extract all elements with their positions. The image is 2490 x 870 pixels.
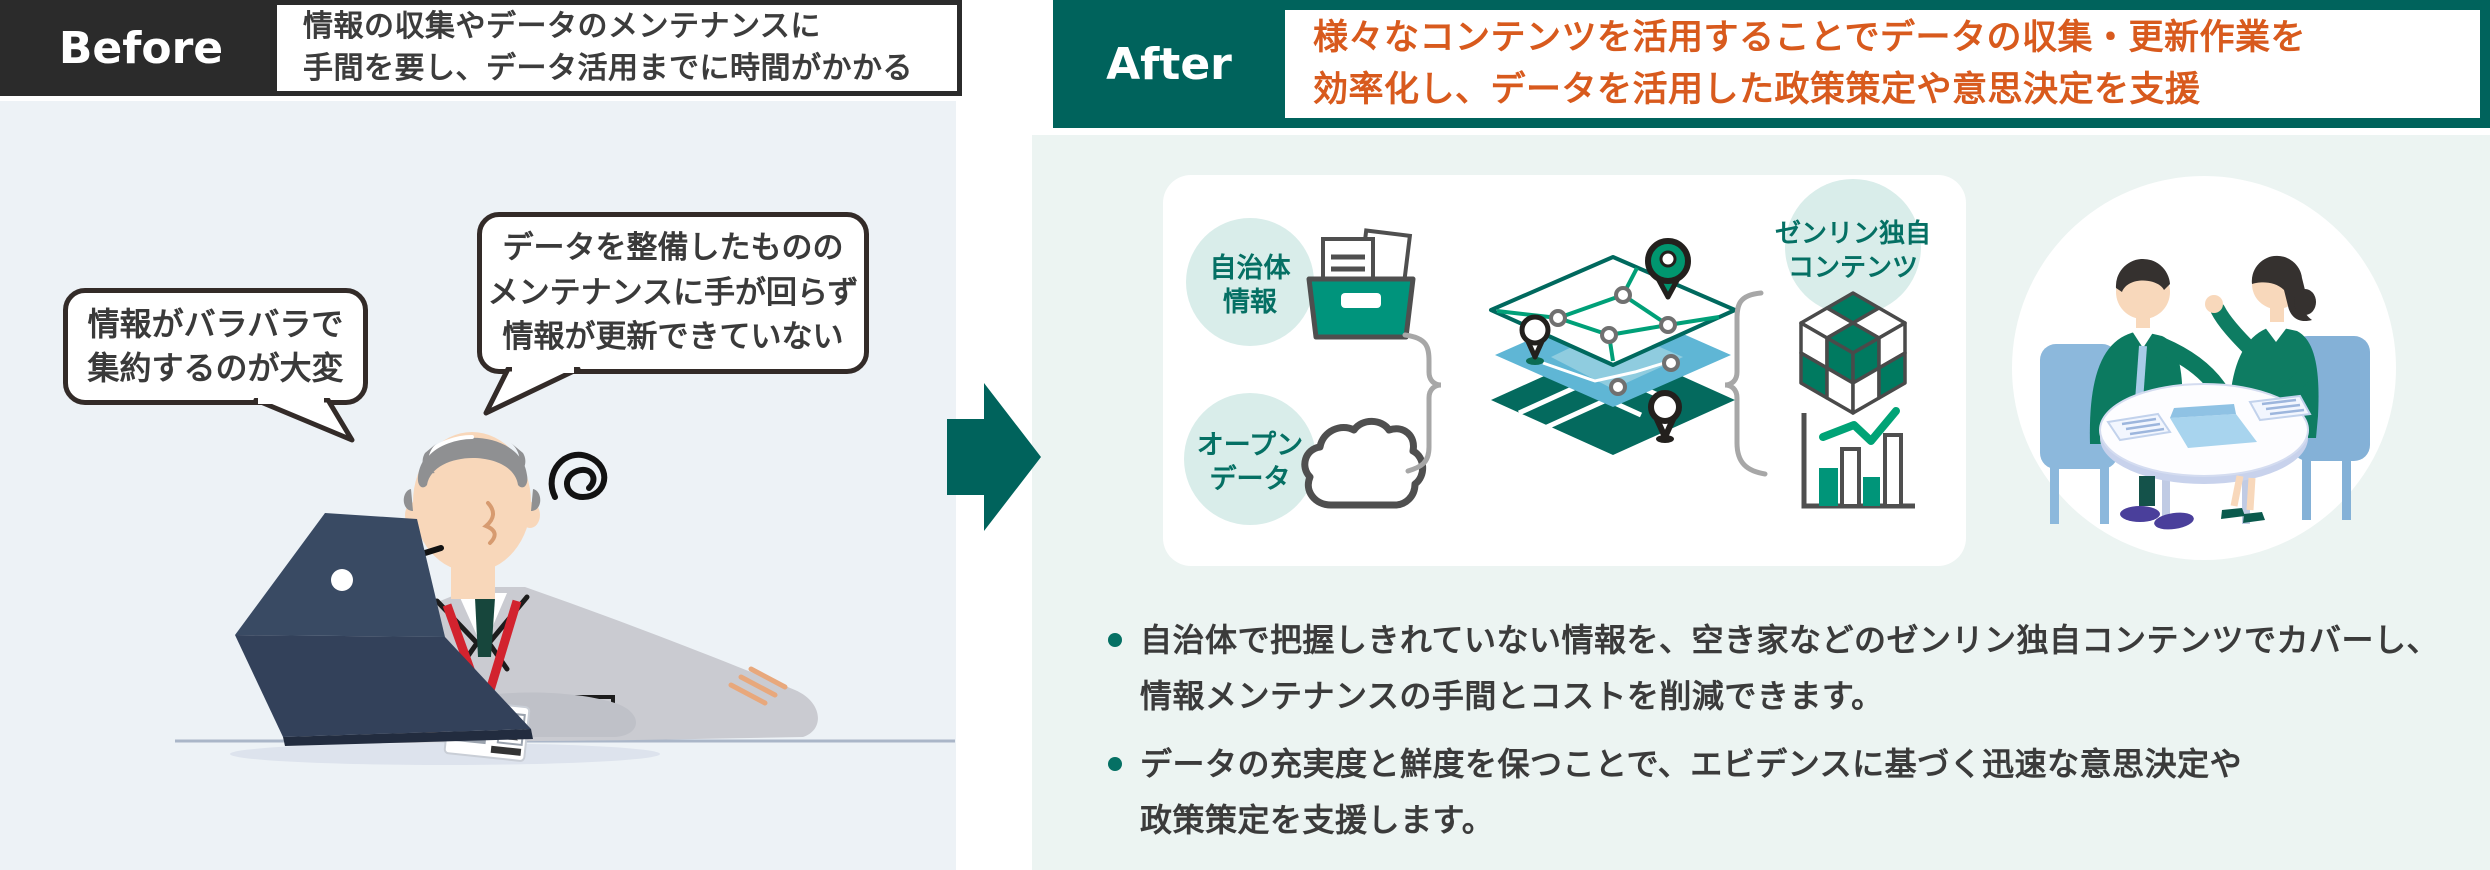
- benefit-2-line1: データの充実度と鮮度を保つことで、エビデンスに基づく迅速な意思決定や: [1140, 745, 2243, 783]
- after-benefits-list: 自治体で把握しきれていない情報を、空き家などのゼンリン独自コンテンツでカバーし、…: [1108, 612, 2480, 860]
- list-item: データの充実度と鮮度を保つことで、エビデンスに基づく迅速な意思決定や 政策策定を…: [1108, 736, 2480, 848]
- after-headline-line1: 様々なコンテンツを活用することでデータの収集・更新作業を: [1313, 17, 2306, 58]
- municipal-info-source: 自治体 情報: [1186, 218, 1416, 346]
- map-layers-illustration: [1489, 238, 1737, 455]
- bubble1-line1: 情報がバラバラで: [87, 305, 344, 344]
- open-data-label-line1: オープン: [1197, 430, 1303, 461]
- data-flow-card: 自治体 情報 オープン データ: [1163, 175, 1966, 566]
- bar-chart-icon: [1801, 407, 1915, 509]
- bubble2-line2: メンテナンスに手が回らず: [487, 274, 859, 311]
- bubble2-line3: 情報が更新できていない: [502, 319, 844, 356]
- before-headline-line1: 情報の収集やデータのメンテナンスに: [303, 9, 821, 44]
- hand-fingers: [728, 666, 788, 706]
- document-left: [2106, 412, 2172, 442]
- location-pin-icon: [1645, 238, 1691, 300]
- bubble1-line2: 集約するのが大変: [87, 348, 344, 387]
- laptop-icon: [235, 513, 533, 746]
- people-feet: [2120, 475, 2265, 530]
- benefit-1-line1: 自治体で把握しきれていない情報を、空き家などのゼンリン独自コンテンツでカバーし、: [1140, 621, 2440, 659]
- zenrin-content-label-line1: ゼンリン独自: [1775, 218, 1931, 249]
- bullet-dot-icon: [1108, 633, 1122, 647]
- benefit-2-text: データの充実度と鮮度を保つことで、エビデンスに基づく迅速な意思決定や 政策策定を…: [1140, 736, 2242, 848]
- speech-bubble-2-tail: [483, 367, 581, 416]
- municipal-info-label-line2: 情報: [1223, 287, 1278, 318]
- before-headline: 情報の収集やデータのメンテナンスに 手間を要し、データ活用までに時間がかかる: [277, 5, 957, 91]
- worker-illustration: [175, 432, 955, 765]
- open-data-source: オープン データ: [1184, 393, 1427, 525]
- zenrin-content-label-line2: コンテンツ: [1788, 253, 1918, 283]
- dark-pin-icon: [1648, 390, 1682, 443]
- meeting-table: [2099, 383, 2312, 524]
- before-label: Before: [5, 5, 277, 91]
- desk-shadow: [230, 743, 660, 765]
- speech-bubble-1-tail: [253, 398, 355, 443]
- benefit-2-line2: 政策策定を支援します。: [1140, 801, 1495, 839]
- open-data-label-line2: データ: [1210, 463, 1291, 495]
- municipal-info-label-line1: 自治体: [1210, 252, 1292, 284]
- after-headline: 様々なコンテンツを活用することでデータの収集・更新作業を 効率化し、データを活用…: [1285, 10, 2480, 118]
- white-pin-icon: [1519, 314, 1551, 365]
- after-label: After: [1106, 38, 1232, 90]
- before-headline-line2: 手間を要し、データ活用までに時間がかかる: [303, 51, 913, 86]
- before-header: Before 情報の収集やデータのメンテナンスに 手間を要し、データ活用までに時…: [0, 0, 962, 96]
- bullet-dot-icon: [1108, 757, 1122, 771]
- speech-bubble-1: 情報がバラバラで 集約するのが大変: [63, 288, 368, 405]
- zenrin-content: ゼンリン独自 コンテンツ: [1775, 179, 1931, 509]
- right-brace-connector: [1724, 290, 1768, 477]
- cloud-icon: [1301, 417, 1427, 509]
- left-brace-connector: [1402, 332, 1442, 474]
- document-right: [2248, 394, 2312, 422]
- frustration-scribble: [548, 452, 608, 501]
- before-to-after-arrow: [947, 383, 1041, 531]
- cube-icon: [1799, 291, 1907, 415]
- list-item: 自治体で把握しきれていない情報を、空き家などのゼンリン独自コンテンツでカバーし、…: [1108, 612, 2480, 724]
- benefit-1-text: 自治体で把握しきれていない情報を、空き家などのゼンリン独自コンテンツでカバーし、…: [1140, 612, 2439, 724]
- bubble2-line1: データを整備したものの: [502, 229, 844, 266]
- people-meeting-illustration: [2012, 176, 2396, 560]
- table-laptop-icon: [2170, 414, 2257, 448]
- benefit-1-line2: 情報メンテナンスの手間とコストを削減できます。: [1140, 677, 1884, 715]
- folder-tray-icon: [1306, 228, 1416, 340]
- speech-bubble-2: データを整備したものの メンテナンスに手が回らず 情報が更新できていない: [477, 212, 869, 374]
- worker-head: [403, 432, 541, 599]
- after-headline-line2: 効率化し、データを活用した政策策定や意思決定を支援: [1313, 70, 2201, 110]
- sigh-dash: [422, 545, 444, 556]
- after-header: After 様々なコンテンツを活用することでデータの収集・更新作業を 効率化し、…: [1053, 0, 2490, 128]
- data-flow-diagram: 自治体 情報 オープン データ: [1184, 179, 1931, 525]
